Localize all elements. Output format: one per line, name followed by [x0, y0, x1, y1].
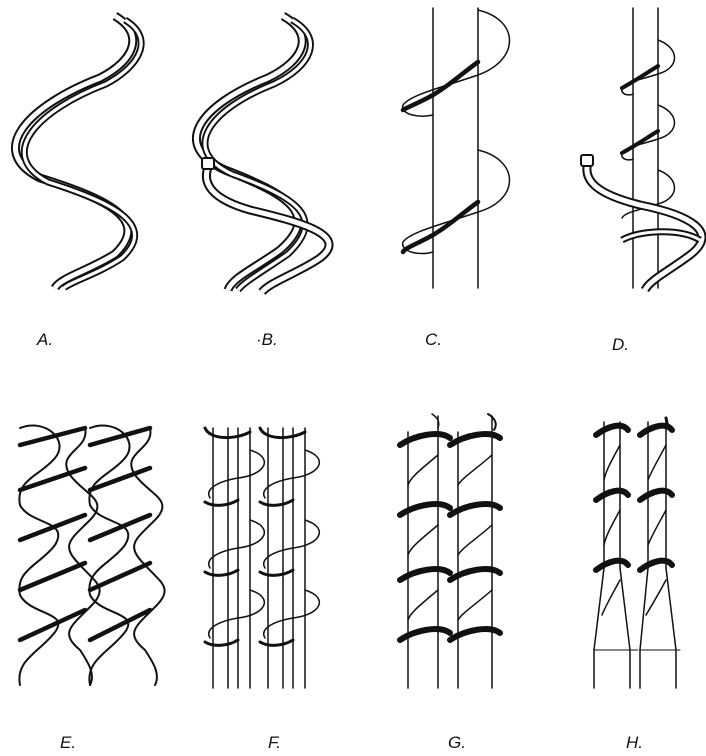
panel-b-helix-tube [196, 16, 310, 290]
panel-b-label: ·B. [256, 330, 278, 349]
panel-g-label: G. [448, 733, 466, 752]
panel-f-rod-right [260, 428, 319, 688]
panel-a-label: A. [36, 330, 53, 349]
panel-b: ·B. [196, 16, 329, 349]
panel-c-helical-ribbon [403, 10, 510, 254]
panel-g: G. [400, 414, 500, 752]
panel-h-label: H. [626, 733, 643, 752]
panel-a: A. [15, 16, 141, 349]
panel-d-helical-coil [622, 40, 675, 218]
panel-h-rod-left [594, 422, 638, 688]
panel-e-helix-left [19, 425, 99, 685]
panel-f-rod-left [205, 428, 264, 688]
panel-h: H. [594, 418, 680, 752]
panel-g-rod-right [450, 414, 500, 688]
panel-e: E. [19, 425, 164, 752]
panel-c: C. [403, 8, 510, 349]
panel-d-overlay-strand [581, 155, 702, 290]
panel-f-label: F. [268, 733, 281, 752]
panel-e-label: E. [60, 733, 76, 752]
panel-g-rod-left [400, 414, 450, 688]
panel-d: D. [581, 8, 702, 354]
panel-d-label: D. [612, 335, 629, 354]
panel-c-label: C. [425, 330, 442, 349]
panel-a-helix-tube [15, 16, 141, 288]
panel-h-rod-right [640, 418, 680, 688]
panel-e-helix-right [89, 425, 164, 685]
panel-f: F. [205, 428, 319, 752]
